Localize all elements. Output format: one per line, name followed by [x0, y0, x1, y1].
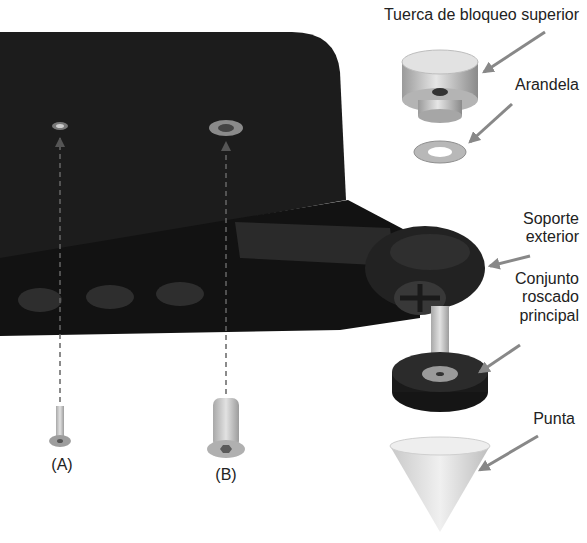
- screw-b-head: [207, 440, 245, 458]
- leader-line: [470, 104, 512, 142]
- lock-nut-stem-end: [418, 109, 462, 123]
- threaded-wheel-top: [392, 352, 488, 392]
- outer-support-highlight: [390, 234, 470, 270]
- callout-letter: (B): [206, 466, 246, 484]
- hole-a-inner: [56, 124, 64, 128]
- insertion-line: [59, 138, 61, 402]
- leader-line: [480, 345, 520, 372]
- part-label: Conjunto roscado principal: [501, 270, 579, 325]
- lock-nut-top: [402, 50, 478, 74]
- hole-b-inner: [218, 124, 234, 132]
- point-cone: [390, 446, 490, 532]
- washer-hole: [428, 147, 452, 157]
- part-label: Punta: [515, 410, 575, 428]
- callout-letter: (A): [42, 456, 82, 474]
- hole-b: [209, 120, 243, 136]
- threaded-wheel-center: [422, 366, 458, 382]
- bracket-slot: [18, 288, 62, 312]
- washer: [414, 141, 466, 163]
- leader-line: [490, 256, 530, 266]
- bracket-slot: [86, 285, 134, 309]
- bracket-slot: [156, 282, 204, 306]
- leader-line: [480, 436, 538, 470]
- part-label: Soporte exterior: [507, 210, 579, 247]
- threaded-wheel-hole: [436, 372, 444, 376]
- screw-a-head: [49, 435, 71, 447]
- screw-a-socket: [57, 439, 63, 443]
- point-cone-top: [390, 437, 490, 455]
- part-label: Arandela: [479, 76, 579, 94]
- screw-b-socket: [220, 445, 232, 453]
- part-label: Tuerca de bloqueo superior: [319, 6, 579, 24]
- lock-nut-hole: [432, 88, 448, 96]
- hole-a: [52, 122, 68, 130]
- bracket: [0, 200, 420, 336]
- screw-a: [56, 406, 64, 440]
- insertion-line: [225, 142, 227, 394]
- leader-line: [484, 32, 545, 72]
